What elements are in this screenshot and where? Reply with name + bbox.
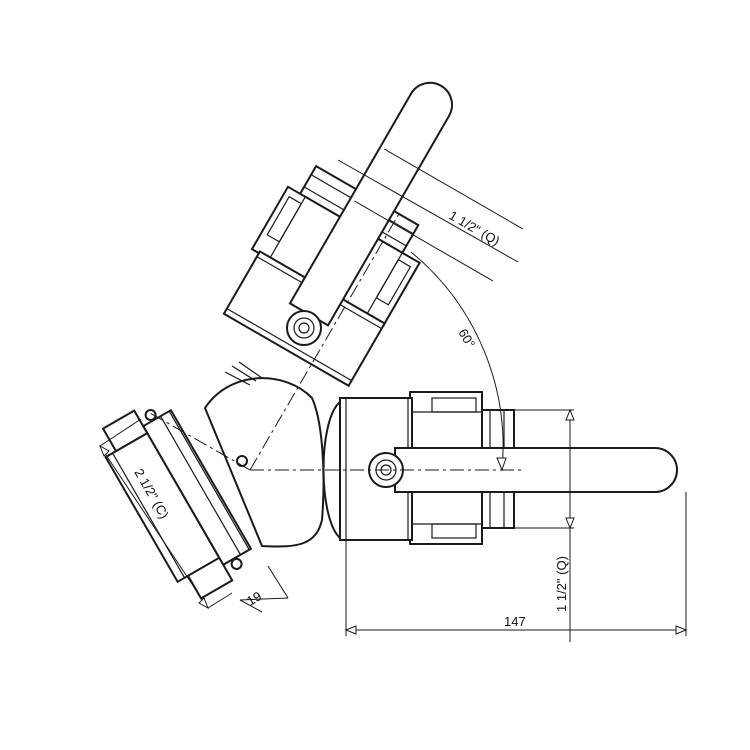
wye-body <box>203 377 325 548</box>
right-valve <box>322 391 678 545</box>
label-overall-length: 147 <box>504 614 526 629</box>
right-handle <box>394 447 678 493</box>
label-top-outlet: 1 1/2" (Q) <box>447 208 503 249</box>
inlet-pin <box>236 455 248 467</box>
angle-arc <box>410 251 504 471</box>
upper-valve <box>222 81 453 388</box>
dimensions <box>99 148 688 642</box>
label-right-outlet: 1 1/2" (Q) <box>554 556 569 612</box>
upper-stem <box>286 310 322 346</box>
center-lines <box>149 211 525 471</box>
label-coupling-length: 19 <box>244 588 264 608</box>
inlet-coupling <box>101 408 253 600</box>
